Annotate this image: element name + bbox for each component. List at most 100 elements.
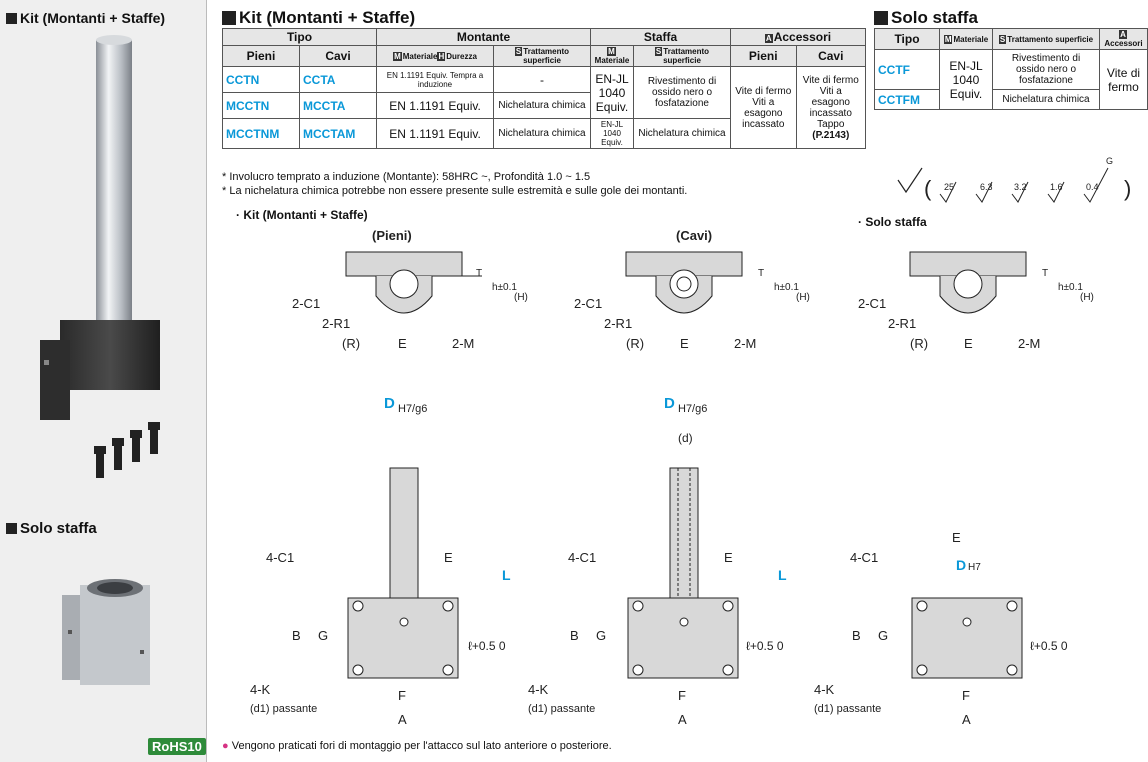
svg-text:D: D	[384, 395, 395, 412]
svg-text:6.3: 6.3	[980, 182, 993, 192]
svg-text:2-R1: 2-R1	[604, 316, 632, 331]
col-staffa: Staffa	[590, 28, 731, 46]
svg-text:2-M: 2-M	[452, 336, 474, 351]
table-cell-code[interactable]: CCTF	[874, 49, 940, 90]
table-cell-code[interactable]: MCCTAM	[299, 118, 377, 149]
footer-note: ● Vengono praticati fori di montaggio pe…	[222, 740, 612, 752]
col-montante: Montante	[376, 28, 591, 46]
svg-text:4-C1: 4-C1	[850, 550, 878, 565]
svg-text:T: T	[1042, 268, 1048, 279]
svg-text:2-R1: 2-R1	[322, 316, 350, 331]
svg-text:H7/g6: H7/g6	[398, 403, 427, 415]
svg-text:D: D	[956, 557, 966, 573]
table-cell-code[interactable]: MCCTA	[299, 92, 377, 119]
svg-text:B: B	[292, 628, 301, 643]
svg-text:2-C1: 2-C1	[858, 296, 886, 311]
svg-text:2-M: 2-M	[734, 336, 756, 351]
svg-text:(H): (H)	[796, 292, 810, 303]
svg-text:G: G	[318, 628, 328, 643]
svg-text:E: E	[952, 530, 961, 545]
svg-text:(: (	[924, 176, 932, 201]
svg-text:4-K: 4-K	[814, 682, 835, 697]
svg-text:(d1) passante: (d1) passante	[814, 703, 881, 715]
svg-text:E: E	[964, 336, 973, 351]
svg-text:E: E	[444, 550, 453, 565]
kit-table-title: Kit (Montanti + Staffe)	[222, 8, 415, 28]
svg-text:(d): (d)	[678, 431, 693, 445]
svg-text:0.4: 0.4	[1086, 182, 1099, 192]
table-cell-code[interactable]: CCTN	[222, 66, 300, 93]
table-cell-code[interactable]: CCTA	[299, 66, 377, 93]
svg-text:E: E	[724, 550, 733, 565]
svg-text:B: B	[852, 628, 861, 643]
svg-text:2-C1: 2-C1	[574, 296, 602, 311]
side-view-drawings: (Pieni) 2-C1 2-R1 (R) E 2-M T h±0.1 (H) …	[292, 228, 1094, 351]
svg-text:4-K: 4-K	[250, 682, 271, 697]
svg-text:2-M: 2-M	[1018, 336, 1040, 351]
svg-text:ℓ+0.5 0: ℓ+0.5 0	[746, 639, 784, 653]
svg-text:A: A	[962, 712, 971, 727]
svg-text:ℓ+0.5 0: ℓ+0.5 0	[1030, 639, 1068, 653]
kit-section-title: Kit (Montanti + Staffe)	[6, 10, 165, 26]
svg-text:G: G	[878, 628, 888, 643]
svg-text:D: D	[664, 395, 675, 412]
svg-text:F: F	[398, 688, 406, 703]
svg-text:G: G	[1106, 156, 1113, 166]
svg-text:L: L	[502, 567, 511, 583]
svg-text:): )	[1124, 176, 1131, 201]
svg-text:h±0.1: h±0.1	[1058, 282, 1083, 293]
svg-text:2-R1: 2-R1	[888, 316, 916, 331]
table-cell-code[interactable]: MCCTN	[222, 92, 300, 119]
svg-text:E: E	[680, 336, 689, 351]
svg-text:H7/g6: H7/g6	[678, 403, 707, 415]
solo-section-title: Solo staffa	[6, 520, 97, 537]
svg-text:h±0.1: h±0.1	[774, 282, 799, 293]
svg-text:4-C1: 4-C1	[266, 550, 294, 565]
svg-text:T: T	[476, 268, 482, 279]
product-sidebar: Kit (Montanti + Staffe) Solo staffa	[0, 0, 207, 762]
note-1: * Involucro temprato a induzione (Montan…	[222, 171, 591, 183]
front-view-drawings: D H7/g6 4-C1 E L B G F A 4-K (d1) passan…	[250, 395, 1068, 727]
svg-text:(R): (R)	[342, 336, 360, 351]
col-tipo: Tipo	[222, 28, 377, 46]
svg-text:4-C1: 4-C1	[568, 550, 596, 565]
solo-drawings-label: · Solo staffa	[858, 215, 927, 229]
svg-text:(R): (R)	[910, 336, 928, 351]
svg-text:F: F	[962, 688, 970, 703]
kit-product-image	[40, 35, 160, 478]
svg-text:F: F	[678, 688, 686, 703]
svg-text:(R): (R)	[626, 336, 644, 351]
svg-text:(d1) passante: (d1) passante	[528, 703, 595, 715]
svg-text:(H): (H)	[1080, 292, 1094, 303]
kit-drawings-label: · Kit (Montanti + Staffe)	[236, 208, 368, 222]
solo-product-image	[62, 579, 150, 685]
svg-text:A: A	[678, 712, 687, 727]
rohs-badge: RoHS10	[148, 738, 206, 755]
svg-text:2-C1: 2-C1	[292, 296, 320, 311]
svg-text:H7: H7	[968, 562, 981, 573]
roughness-legend: ( 25 6.3 3.2 1.6 0.4 G )	[897, 156, 1131, 203]
svg-text:3.2: 3.2	[1014, 182, 1027, 192]
table-cell-code[interactable]: MCCTNM	[222, 118, 300, 149]
svg-text:ℓ+0.5 0: ℓ+0.5 0	[468, 639, 506, 653]
svg-text:h±0.1: h±0.1	[492, 282, 517, 293]
svg-text:A: A	[398, 712, 407, 727]
svg-text:T: T	[758, 268, 764, 279]
svg-text:25: 25	[944, 182, 954, 192]
svg-text:4-K: 4-K	[528, 682, 549, 697]
svg-text:(H): (H)	[514, 292, 528, 303]
svg-text:(Pieni): (Pieni)	[372, 228, 412, 243]
note-2: * La nichelatura chimica potrebbe non es…	[222, 185, 688, 197]
svg-text:B: B	[570, 628, 579, 643]
solo-table-title: Solo staffa	[874, 8, 978, 28]
svg-text:(Cavi): (Cavi)	[676, 228, 712, 243]
svg-text:1.6: 1.6	[1050, 182, 1063, 192]
svg-text:E: E	[398, 336, 407, 351]
table-cell-code[interactable]: CCTFM	[874, 89, 940, 110]
svg-text:(d1) passante: (d1) passante	[250, 703, 317, 715]
svg-text:L: L	[778, 567, 787, 583]
svg-text:G: G	[596, 628, 606, 643]
